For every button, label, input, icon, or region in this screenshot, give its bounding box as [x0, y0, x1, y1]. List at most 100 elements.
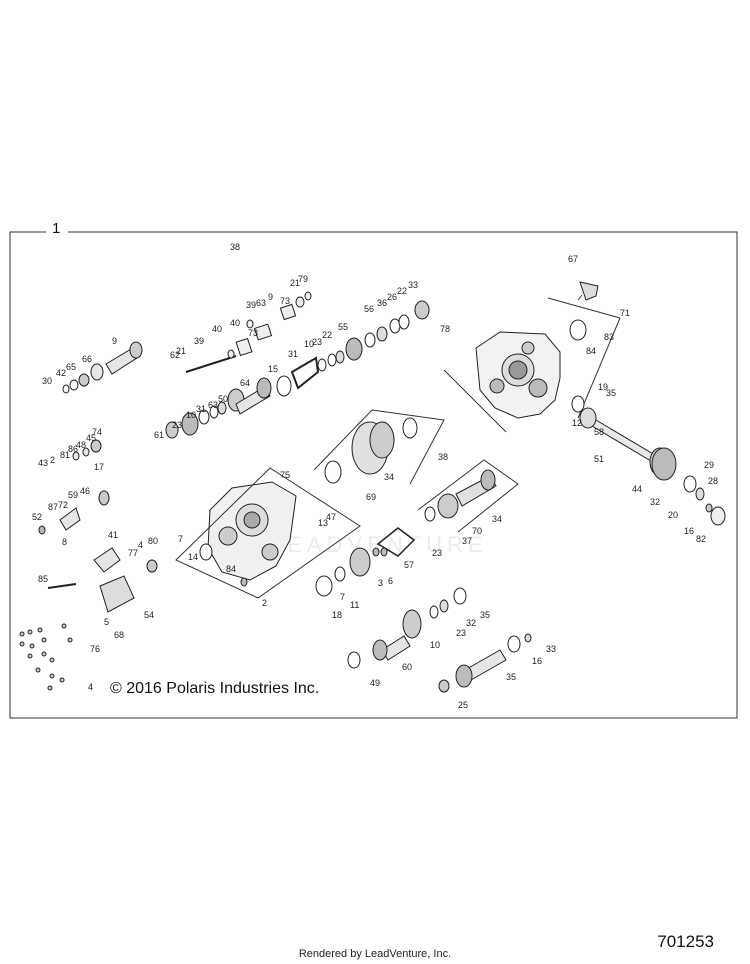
callout-54: 54 [144, 610, 154, 620]
callout-51: 51 [594, 454, 604, 464]
housing-71-bracket [443, 297, 621, 433]
callout-64: 64 [240, 378, 250, 388]
callout-58: 58 [594, 427, 604, 437]
callout-56: 56 [364, 304, 374, 314]
callout-63: 63 [256, 298, 266, 308]
callout-4: 4 [88, 682, 93, 692]
callout-79: 79 [298, 274, 308, 284]
cover-75 [376, 527, 416, 557]
callout-2: 2 [50, 455, 55, 465]
callout-38: 38 [438, 452, 448, 462]
callout-78: 78 [440, 324, 450, 334]
main-case-bracket [175, 467, 361, 599]
callout-17: 17 [94, 462, 104, 472]
callout-84: 84 [586, 346, 596, 356]
callout-41: 41 [108, 530, 118, 540]
callout-49: 49 [370, 678, 380, 688]
callout-18: 18 [332, 610, 342, 620]
callout-87: 87 [48, 502, 58, 512]
callout-50: 50 [218, 394, 228, 404]
callout-63: 63 [208, 400, 218, 410]
callout-5: 5 [104, 617, 109, 627]
copyright-text: © 2016 Polaris Industries Inc. [110, 680, 320, 697]
callout-86: 86 [68, 444, 78, 454]
callout-85: 85 [38, 574, 48, 584]
callout-40: 40 [212, 324, 222, 334]
callout-2: 2 [262, 598, 267, 608]
input-shaft-row [165, 300, 430, 439]
callout-67: 67 [568, 254, 578, 264]
callout-29: 29 [704, 460, 714, 470]
callout-9: 9 [112, 336, 117, 346]
callout-55: 55 [338, 322, 348, 332]
callout-62: 62 [170, 350, 180, 360]
callout-23: 23 [312, 337, 322, 347]
callout-40: 40 [230, 318, 240, 328]
callout-31: 31 [288, 349, 298, 359]
callout-60: 60 [402, 662, 412, 672]
callout-46: 46 [80, 486, 90, 496]
callout-44: 44 [632, 484, 642, 494]
rendered-by-text: Rendered by LeadVenture, Inc. [298, 948, 452, 960]
callout-14: 14 [188, 552, 198, 562]
callout-8: 8 [62, 537, 67, 547]
callout-59: 59 [68, 490, 78, 500]
callout-65: 65 [66, 362, 76, 372]
callout-numbers: 6771788384193512585129284432201682332226… [32, 242, 718, 710]
callout-33: 33 [546, 644, 556, 654]
callout-39: 39 [194, 336, 204, 346]
callout-47: 47 [326, 512, 336, 522]
callout-15: 15 [268, 364, 278, 374]
callout-28: 28 [708, 476, 718, 486]
callout-21: 21 [290, 278, 300, 288]
callout-23: 23 [432, 548, 442, 558]
gear-69 [324, 417, 418, 484]
callout-66: 66 [82, 354, 92, 364]
callout-45: 45 [86, 433, 96, 443]
callout-10: 10 [304, 339, 314, 349]
callout-35: 35 [480, 610, 490, 620]
callout-16: 16 [532, 656, 542, 666]
housing-assembly-71 [475, 281, 599, 419]
callout-37: 37 [462, 536, 472, 546]
callout-3: 3 [378, 578, 383, 588]
shift-linkage-cluster [38, 439, 158, 613]
bolt-set [19, 623, 73, 691]
callout-80: 80 [148, 536, 158, 546]
shift-shaft-row [185, 291, 312, 373]
callout-69: 69 [366, 492, 376, 502]
callout-11: 11 [350, 600, 359, 610]
callout-71: 71 [620, 308, 630, 318]
drawing-number: 701253 [657, 932, 714, 951]
callout-39: 39 [246, 300, 256, 310]
callout-76: 76 [90, 644, 100, 654]
callout-68: 68 [114, 630, 124, 640]
diagram-frame [9, 231, 738, 719]
callout-16: 16 [684, 526, 694, 536]
callout-32: 32 [650, 497, 660, 507]
callout-32: 32 [466, 618, 476, 628]
callout-52: 52 [32, 512, 42, 522]
output-shaft-51 [569, 319, 726, 526]
callout-84: 84 [226, 564, 236, 574]
callout-4: 4 [138, 540, 143, 550]
callout-10: 10 [186, 410, 196, 420]
callout-26: 26 [387, 292, 397, 302]
callout-7: 7 [340, 592, 345, 602]
callout-57: 57 [404, 560, 414, 570]
callout-75: 75 [280, 470, 290, 480]
callout-74: 74 [92, 427, 102, 437]
callout-48: 48 [76, 440, 86, 450]
callout-61: 61 [154, 430, 164, 440]
callout-20: 20 [668, 510, 678, 520]
callout-31: 31 [196, 404, 206, 414]
callout-77: 77 [128, 548, 138, 558]
callout-83: 83 [604, 332, 614, 342]
callout-73: 73 [248, 328, 258, 338]
shaft-70 [424, 469, 497, 522]
callout-22: 22 [397, 286, 407, 296]
callout-82: 82 [696, 534, 706, 544]
callout-21: 21 [176, 346, 186, 356]
callout-42: 42 [56, 368, 66, 378]
